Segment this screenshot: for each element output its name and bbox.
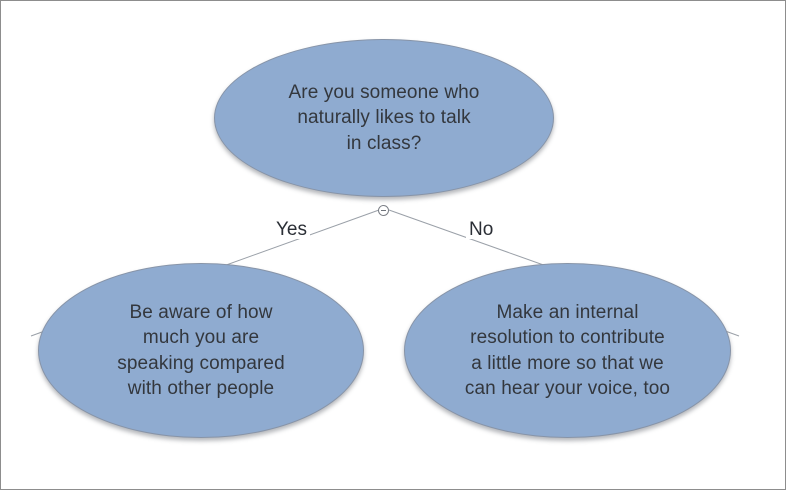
minus-circle-icon[interactable] <box>378 205 389 216</box>
decision-node-root[interactable]: Are you someone who naturally likes to t… <box>214 39 554 197</box>
branch-label-no: No <box>466 220 497 239</box>
decision-node-root-text: Are you someone who naturally likes to t… <box>288 81 480 154</box>
outcome-node-yes-text: Be aware of how much you are speaking co… <box>117 301 285 399</box>
connector-no <box>388 209 567 274</box>
outcome-node-yes[interactable]: Be aware of how much you are speaking co… <box>38 263 364 438</box>
outcome-node-no-text: Make an internal resolution to contribut… <box>464 301 671 399</box>
branch-label-yes: Yes <box>273 220 310 239</box>
connector-yes <box>203 209 380 274</box>
outcome-node-no[interactable]: Make an internal resolution to contribut… <box>404 263 731 438</box>
